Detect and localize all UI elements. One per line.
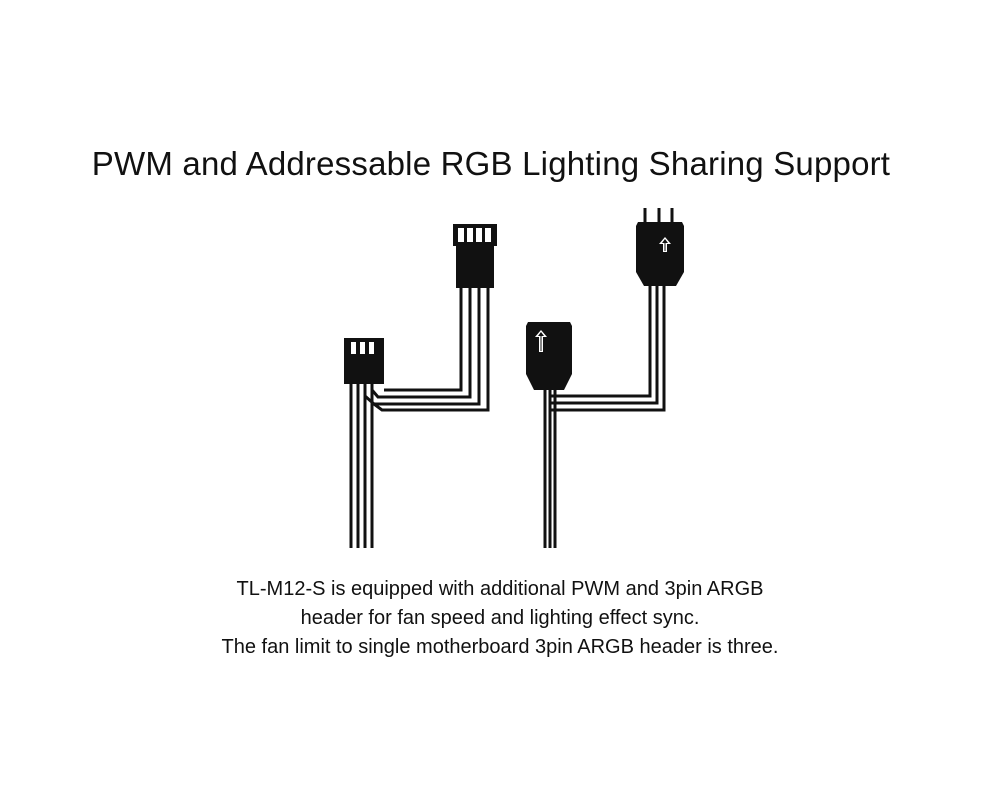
caption: TL-M12-S is equipped with additional PWM… (0, 575, 1000, 662)
caption-line-2: header for fan speed and lighting effect… (300, 607, 700, 629)
argb-wires (543, 286, 666, 548)
argb-male-plug-arrow-icon (526, 322, 572, 390)
pwm-splitter-cable (344, 224, 497, 548)
argb-splitter-cable (526, 208, 684, 548)
page-title: PWM and Addressable RGB Lighting Sharing… (91, 145, 891, 182)
pwm-wires (349, 288, 490, 548)
caption-line-1: TL-M12-S is equipped with additional PWM… (236, 578, 764, 600)
pwm-female-header-icon (344, 338, 384, 384)
argb-female-plug-arrow-icon (636, 222, 684, 286)
pwm-male-plug-icon (453, 224, 497, 288)
caption-line-3: The fan limit to single motherboard 3pin… (221, 636, 779, 658)
